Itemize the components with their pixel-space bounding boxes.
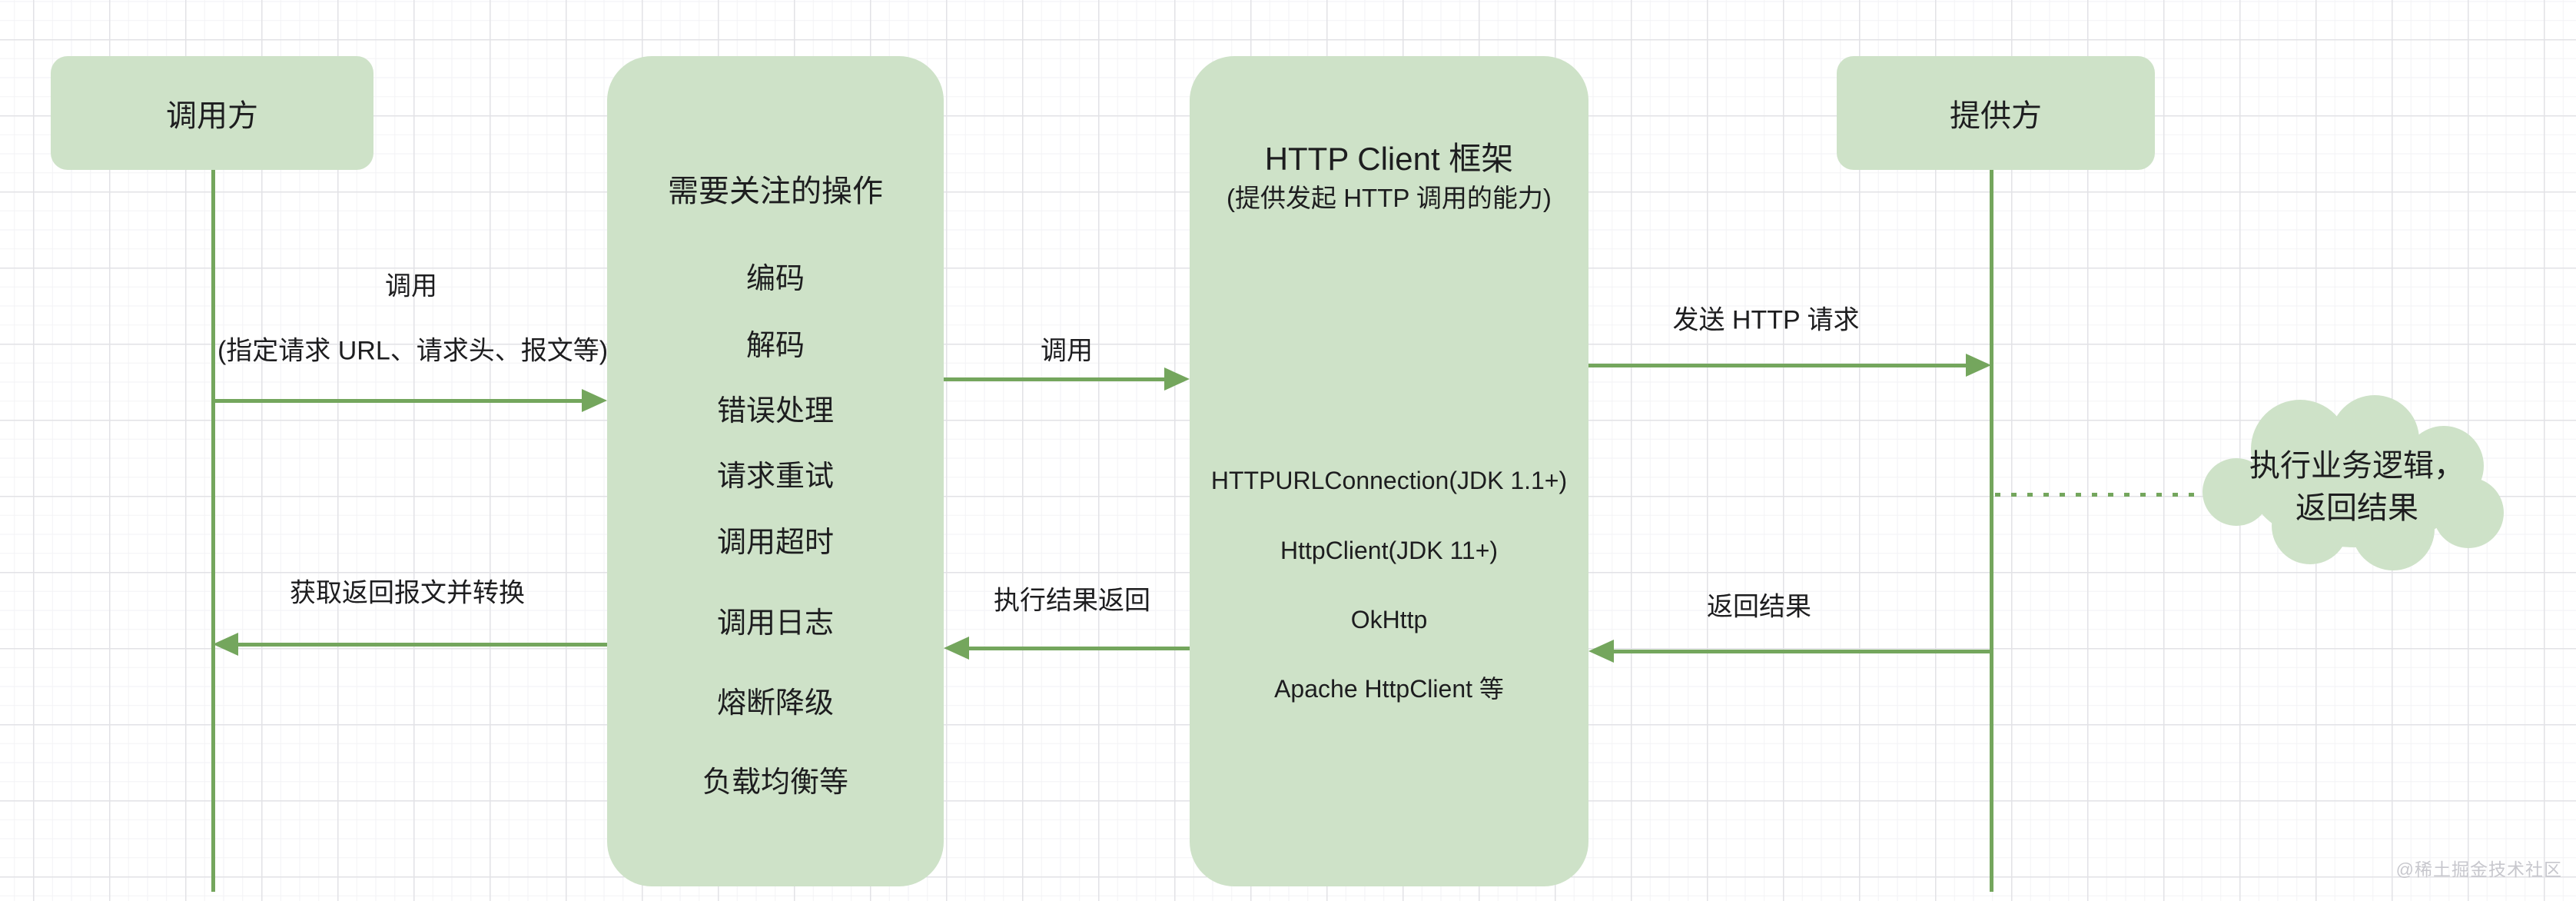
caller-box: 调用方: [51, 56, 373, 170]
operations-title: 需要关注的操作: [668, 175, 883, 208]
cloud-text-line2: 返回结果: [2295, 491, 2418, 525]
call2-arrow-line: [944, 377, 1167, 381]
send-http-arrow-line: [1588, 364, 1968, 367]
operations-box: 需要关注的操作 编码 解码 错误处理 请求重试 调用超时 调用日志 熔断降级 负…: [607, 56, 944, 886]
cloud-shape-icon: [2203, 395, 2504, 570]
caller-label: 调用方: [166, 99, 258, 133]
operations-item: 熔断降级: [716, 687, 834, 720]
get-response-label: 获取返回报文并转换: [290, 578, 525, 608]
http-client-item: OkHttp: [1350, 606, 1428, 633]
operations-item: 调用超时: [716, 527, 834, 559]
return-result-arrow-head-icon: [1588, 640, 1614, 663]
operations-item: 调用日志: [716, 607, 834, 640]
call-note: (指定请求 URL、请求头、报文等): [217, 336, 609, 366]
call-arrow-line: [213, 399, 584, 403]
operations-item: 编码: [745, 263, 805, 295]
provider-label: 提供方: [1950, 99, 2042, 133]
call2-label: 调用: [1041, 336, 1093, 366]
operations-item: 请求重试: [716, 460, 834, 493]
get-response-arrow-head-icon: [213, 633, 238, 656]
cloud-text-line1: 执行业务逻辑，: [2249, 449, 2465, 483]
http-client-item: HttpClient(JDK 11+): [1280, 537, 1499, 564]
exec-return-arrow-head-icon: [944, 637, 969, 660]
call-label: 调用: [385, 271, 437, 301]
call-arrow-head-icon: [582, 389, 607, 412]
http-client-subtitle: (提供发起 HTTP 调用的能力): [1227, 184, 1552, 212]
return-result-arrow-line: [1613, 650, 1991, 653]
operations-item: 错误处理: [716, 395, 834, 427]
send-http-arrow-head-icon: [1966, 354, 1991, 377]
watermark: @稀土掘金技术社区: [2395, 859, 2562, 879]
http-client-item: Apache HttpClient 等: [1274, 675, 1504, 703]
operations-item: 负载均衡等: [702, 766, 848, 799]
http-client-box: HTTP Client 框架 (提供发起 HTTP 调用的能力) HTTPURL…: [1190, 56, 1588, 886]
return-result-label: 返回结果: [1707, 592, 1811, 622]
operations-item: 解码: [745, 330, 805, 362]
http-client-title: HTTP Client 框架: [1264, 141, 1514, 177]
caller-lifeline: [211, 168, 215, 892]
call2-arrow-head-icon: [1164, 367, 1190, 391]
http-client-item: HTTPURLConnection(JDK 1.1+): [1210, 467, 1568, 494]
exec-return-label: 执行结果返回: [994, 586, 1150, 616]
dotted-connector: [1995, 493, 2210, 497]
send-http-label: 发送 HTTP 请求: [1672, 305, 1860, 335]
provider-lifeline: [1990, 168, 1993, 892]
business-logic-cloud: 执行业务逻辑， 返回结果: [2196, 394, 2518, 582]
provider-box: 提供方: [1837, 56, 2155, 170]
exec-return-arrow-line: [968, 647, 1190, 650]
get-response-arrow-line: [237, 643, 607, 647]
